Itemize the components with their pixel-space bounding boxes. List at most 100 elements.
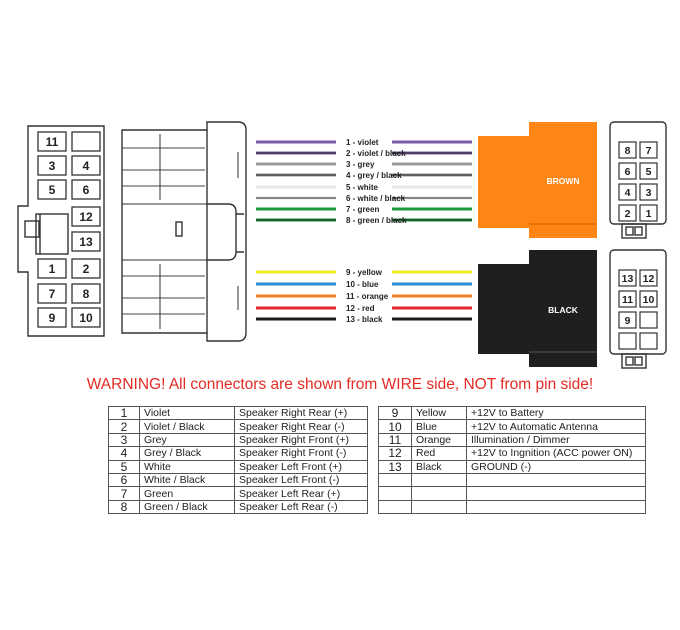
wire-label: 1 - violet (346, 138, 379, 147)
brown-pin-cell (618, 141, 637, 159)
wire-label: 8 - green / black (346, 216, 407, 225)
left-pin-cell (37, 131, 67, 152)
legend-left-function: Speaker Right Front (+) (234, 432, 368, 448)
legend-gap (367, 433, 379, 447)
black-pin-cell (639, 332, 658, 350)
legend-gap (367, 446, 379, 461)
black-pin-number: 10 (643, 294, 655, 306)
left-pin-number: 12 (79, 210, 93, 224)
wire-label: 2 - violet / black (346, 149, 406, 158)
legend-gap (367, 406, 379, 420)
legend-gap (367, 460, 379, 474)
brown-pin-number: 8 (625, 145, 631, 157)
legend-left-num: 1 (108, 405, 140, 421)
black-pin-number: 12 (643, 273, 655, 285)
head-unit-connector-face (17, 125, 105, 337)
brown-pin-cell (639, 162, 658, 180)
black-connector-tail (478, 264, 530, 354)
legend-right-function (466, 472, 646, 488)
left-pin-cell (37, 258, 67, 279)
left-pin-number: 2 (83, 262, 90, 276)
legend-right-color (411, 486, 467, 501)
wire-label: 6 - white / black (346, 194, 406, 203)
black-pin-cell (618, 311, 637, 329)
legend-left-num: 6 (108, 472, 140, 488)
brown-pin-number: 5 (646, 166, 652, 178)
black-pin-cell (618, 290, 637, 308)
black-pin-cell (639, 311, 658, 329)
left-pin-number: 13 (79, 235, 93, 249)
left-pin-cell (71, 307, 101, 328)
left-pin-cell (71, 258, 101, 279)
legend-right-color: Red (411, 446, 467, 461)
legend-right-color (411, 472, 467, 488)
legend-right-function: +12V to Ingnition (ACC power ON) (466, 446, 646, 461)
black-pin-cell (639, 269, 658, 287)
legend-left-color: Green (139, 486, 235, 501)
legend-right-function: Illumination / Dimmer (466, 432, 646, 448)
legend-left-function: Speaker Right Rear (-) (234, 419, 368, 434)
left-pin-cell (71, 179, 101, 200)
brown-pin-cell (618, 162, 637, 180)
legend-right-function: +12V to Automatic Antenna (466, 419, 646, 434)
legend-right-function: GROUND (-) (466, 459, 646, 474)
legend-gap (367, 500, 379, 514)
legend-left-color: Grey / Black (139, 446, 235, 461)
left-pin-number: 10 (79, 311, 93, 325)
legend-right-function (466, 486, 646, 501)
brown-pin-cell (639, 183, 658, 201)
legend-left-function: Speaker Left Rear (-) (234, 499, 368, 515)
legend-right-num (378, 472, 412, 488)
brown-connector-face (609, 121, 667, 239)
black-pin-number: 11 (622, 294, 633, 306)
legend-left-color: Violet (139, 405, 235, 421)
black-pin-number: 9 (625, 315, 631, 327)
black-connector-body (529, 250, 597, 367)
legend-left-num: 4 (108, 446, 140, 461)
black-connector-label: BLACK (548, 305, 579, 315)
left-pin-number: 3 (49, 159, 56, 173)
black-connector: BLACK (478, 250, 597, 367)
warning-text: WARNING! All connectors are shown from W… (86, 376, 594, 393)
legend-right-num: 13 (378, 459, 412, 474)
brown-pin-number: 1 (646, 208, 652, 220)
left-pin-number: 7 (49, 287, 56, 301)
legend-left-function: Speaker Left Front (-) (234, 472, 368, 488)
brown-connector-tail (478, 136, 530, 228)
left-pin-number: 9 (49, 311, 56, 325)
legend-gap (367, 486, 379, 501)
legend-left-function: Speaker Left Front (+) (234, 459, 368, 474)
left-pin-number: 8 (83, 287, 90, 301)
left-pin-cell (37, 179, 67, 200)
brown-connector-label: BROWN (546, 176, 579, 186)
wire-label: 11 - orange (346, 292, 389, 301)
left-pin-number: 6 (83, 183, 90, 197)
black-pin-cell (618, 269, 637, 287)
left-pin-number: 11 (46, 135, 59, 149)
brown-pin-number: 3 (646, 187, 652, 199)
legend-left-num: 3 (108, 432, 140, 448)
connector-side-profile (121, 121, 247, 342)
left-pin-number: 1 (49, 262, 56, 276)
left-pin-cell (71, 283, 101, 304)
brown-pin-number: 2 (625, 208, 631, 220)
legend-left-num: 2 (108, 419, 140, 434)
legend-left-function: Speaker Right Front (-) (234, 446, 368, 461)
wire-label: 12 - red (346, 304, 375, 313)
brown-pin-number: 7 (646, 145, 652, 157)
legend-right-num: 10 (378, 419, 412, 434)
left-pin-cell (71, 131, 101, 152)
legend-left-color: White / Black (139, 472, 235, 488)
